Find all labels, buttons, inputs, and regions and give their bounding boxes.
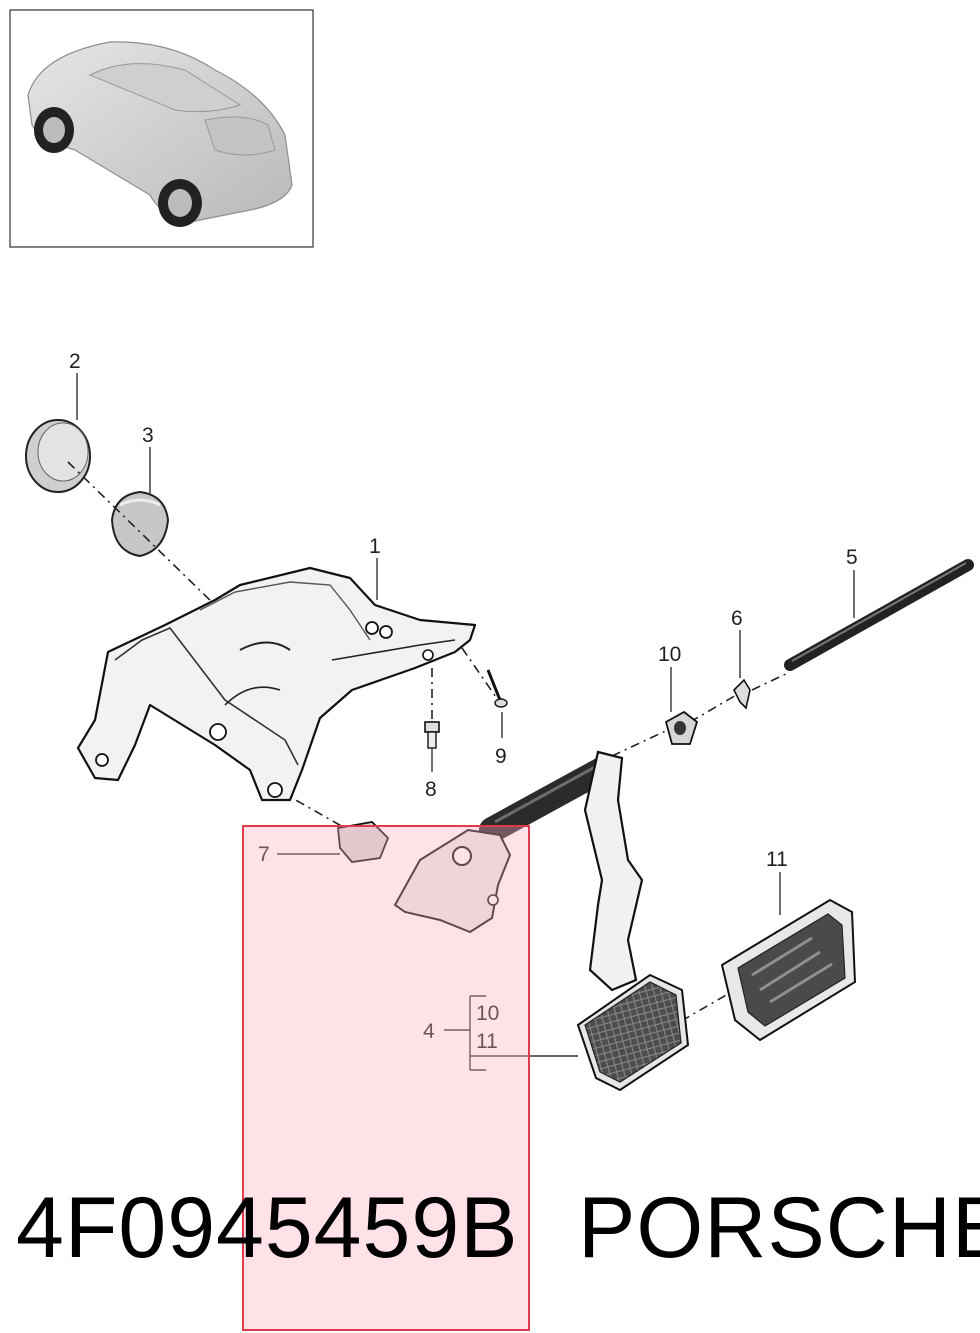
part-2-cap <box>25 419 91 493</box>
pedal-shaft <box>479 754 620 843</box>
pedal-arm <box>583 750 644 992</box>
callout-10: 10 <box>658 643 681 666</box>
callout-1: 1 <box>369 535 381 558</box>
part-3-plug <box>110 490 170 558</box>
callout-labels: 1 2 3 5 6 10 8 9 7 11 4 10 11 <box>69 350 858 1053</box>
callout-group-11: 11 <box>476 1030 498 1053</box>
leader-lines <box>76 373 855 1071</box>
callout-8: 8 <box>425 778 437 801</box>
highlight-overlay <box>242 825 530 1331</box>
callout-2: 2 <box>69 350 81 373</box>
callout-5: 5 <box>846 546 858 569</box>
part-5-rod <box>784 559 974 671</box>
part-1-pedal-bracket <box>76 566 477 802</box>
callout-11: 11 <box>766 848 788 871</box>
callout-group-10: 10 <box>476 1002 499 1025</box>
vehicle-thumbnail <box>9 9 314 248</box>
part-10-bushing <box>664 710 699 745</box>
part-number: 4F0945459B <box>16 1180 519 1276</box>
part-11-pedal-pad <box>720 898 857 1042</box>
callout-9: 9 <box>495 745 507 768</box>
part-6-clip <box>733 678 751 710</box>
part-7-sensor <box>337 821 390 863</box>
part-9-screw <box>486 669 508 708</box>
brand-name: PORSCHE <box>578 1180 980 1276</box>
callout-6: 6 <box>731 607 743 630</box>
part-4-pedal-pad <box>576 973 690 1092</box>
pedal-pivot-bracket <box>393 828 512 934</box>
car-illustration <box>27 41 293 227</box>
part-8-bolt <box>424 721 440 749</box>
callout-7: 7 <box>258 843 270 866</box>
callout-4: 4 <box>423 1020 435 1043</box>
callout-3: 3 <box>142 424 154 447</box>
